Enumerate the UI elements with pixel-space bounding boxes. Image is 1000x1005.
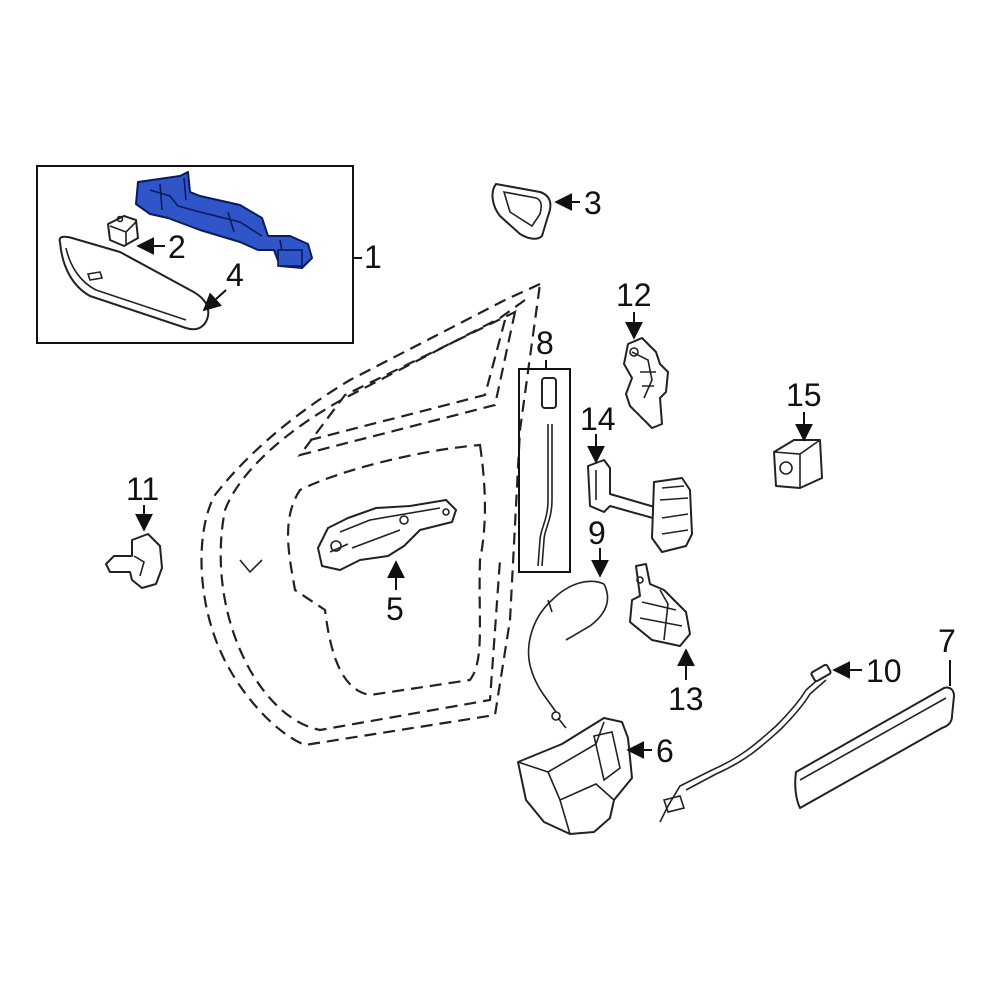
callout-8: 8 bbox=[536, 325, 554, 361]
leader-lines bbox=[135, 193, 951, 759]
outside-handle bbox=[58, 235, 210, 331]
handle-bracket bbox=[135, 171, 313, 269]
callout-9: 9 bbox=[588, 515, 606, 551]
callout-5: 5 bbox=[386, 591, 404, 627]
handle-bracket-shape bbox=[135, 171, 313, 269]
callout-1: 1 bbox=[364, 239, 382, 275]
rear-door-outline bbox=[200, 282, 542, 747]
inside-handle bbox=[317, 499, 457, 571]
handle-bezel bbox=[491, 183, 552, 240]
handle-assembly-box bbox=[36, 165, 354, 344]
lock-cylinder bbox=[107, 215, 139, 247]
latch-cable bbox=[527, 580, 609, 729]
bumper bbox=[773, 439, 823, 489]
remote-cable bbox=[659, 663, 832, 823]
weatherstrip bbox=[794, 686, 955, 809]
callout-14: 14 bbox=[580, 401, 616, 437]
callouts: 1 2 3 4 5 6 7 8 9 10 11 12 13 14 15 bbox=[126, 185, 956, 769]
callout-3: 3 bbox=[584, 185, 602, 221]
callout-6: 6 bbox=[656, 733, 674, 769]
callout-7: 7 bbox=[938, 623, 956, 659]
striker bbox=[623, 337, 669, 429]
callout-13: 13 bbox=[668, 681, 704, 717]
callout-12: 12 bbox=[616, 277, 652, 313]
callout-10: 10 bbox=[866, 653, 902, 689]
child-lock-lever bbox=[105, 533, 163, 589]
callout-4: 4 bbox=[226, 257, 244, 293]
callout-11: 11 bbox=[126, 471, 159, 507]
hinge-bracket bbox=[629, 563, 691, 647]
callout-15: 15 bbox=[786, 377, 822, 413]
lock-rod bbox=[537, 377, 557, 567]
callout-2: 2 bbox=[168, 229, 186, 265]
door-latch bbox=[517, 717, 633, 835]
door-check bbox=[587, 459, 693, 553]
rod-box bbox=[518, 368, 571, 573]
